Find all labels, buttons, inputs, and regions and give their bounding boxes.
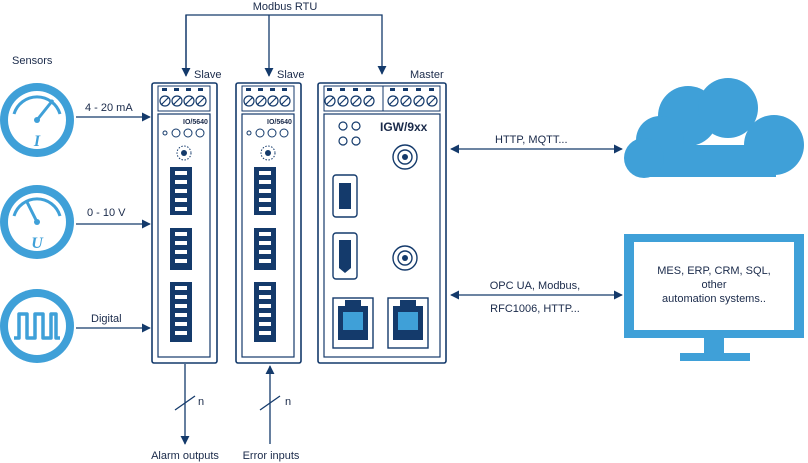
digital-label: Digital: [91, 313, 122, 325]
voltage-symbol: U: [31, 235, 44, 252]
io-connector-group-1: [170, 167, 192, 215]
monitor-icon: [624, 234, 804, 361]
antenna-connector-icon: [392, 144, 418, 170]
systems-protocols-line-1: OPC UA, Modbus,: [490, 280, 580, 292]
slave-module-1: IO/5640: [151, 82, 218, 364]
slave-2-label: Slave: [277, 69, 305, 81]
current-range-label: 4 - 20 mA: [85, 102, 133, 114]
systems-protocols-line-2: RFC1006, HTTP...: [490, 303, 580, 315]
terminal-block-icon: [327, 88, 434, 91]
io-connector-group-2: [254, 228, 276, 270]
module-2-model: IO/5640: [267, 119, 292, 126]
sensors-label: Sensors: [12, 55, 53, 67]
status-leds-icon: [338, 121, 361, 146]
master-module: IGW/9xx: [317, 82, 447, 364]
slave-1-label: Slave: [194, 69, 222, 81]
io-connector-group-1: [254, 167, 276, 215]
bus-count-2: n: [285, 396, 291, 408]
cloud-icon: [624, 78, 804, 178]
cloud-protocols-label: HTTP, MQTT...: [495, 134, 568, 146]
alarm-outputs-line: [174, 364, 196, 445]
module-1-model: IO/5640: [183, 119, 208, 126]
status-leds-icon: [162, 128, 205, 138]
monitor-text-line-1: MES, ERP, CRM, SQL,: [657, 265, 771, 277]
monitor-text-line-2: other: [701, 279, 726, 291]
current-symbol: I: [33, 133, 41, 150]
ethernet-port-icon: [387, 297, 429, 349]
io-connector-group-3: [170, 282, 192, 342]
error-inputs-line: [259, 365, 281, 444]
usb-port-icon: [332, 174, 358, 218]
digital-sensor-square-wave-icon: [0, 289, 74, 363]
antenna-connector-icon: [392, 245, 418, 271]
voltage-range-label: 0 - 10 V: [87, 207, 126, 219]
status-leds-icon: [246, 128, 289, 138]
voltage-sensor-gauge-icon: U: [0, 185, 74, 259]
terminal-block-icon: [246, 88, 287, 91]
master-model: IGW/9xx: [380, 120, 428, 134]
error-inputs-label: Error inputs: [243, 450, 300, 462]
monitor-text-line-3: automation systems..: [662, 293, 766, 305]
slave-module-2: IO/5640: [235, 82, 302, 364]
io-connector-group-2: [170, 228, 192, 270]
current-sensor-gauge-icon: I: [0, 83, 74, 157]
rotary-switch-icon: [176, 145, 192, 161]
bus-count-1: n: [198, 396, 204, 408]
master-label: Master: [410, 69, 444, 81]
modbus-rtu-bus: Modbus RTU: [181, 1, 387, 77]
rotary-switch-icon: [260, 145, 276, 161]
io-connector-group-3: [254, 282, 276, 342]
hdmi-port-icon: [332, 232, 358, 280]
modbus-rtu-label: Modbus RTU: [253, 1, 318, 13]
terminal-block-icon: [162, 88, 203, 91]
ethernet-port-icon: [332, 297, 374, 349]
alarm-outputs-label: Alarm outputs: [151, 450, 219, 462]
